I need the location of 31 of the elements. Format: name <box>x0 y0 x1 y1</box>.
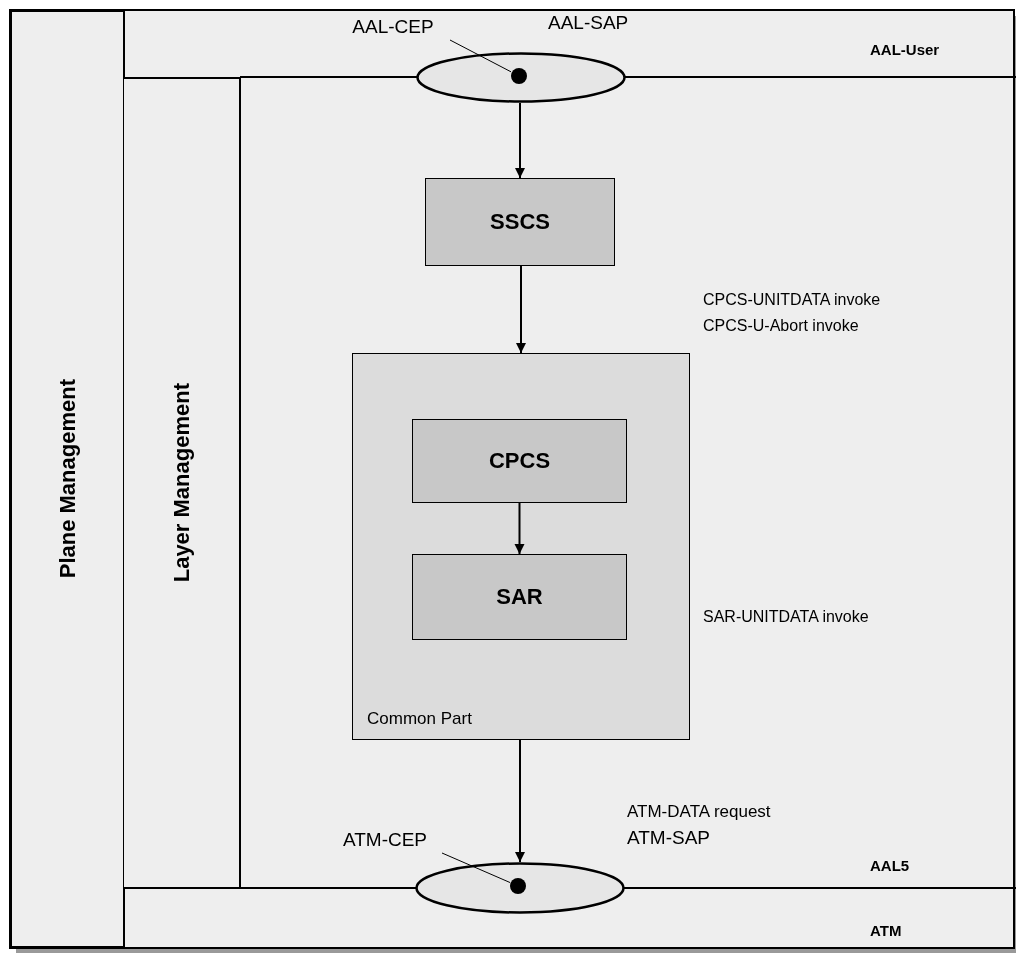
plane-management-band <box>10 10 125 948</box>
arrow <box>515 739 525 863</box>
label-text: ATM-CEP <box>342 829 428 851</box>
access-point-label: AAL-SAP <box>548 12 629 34</box>
band-title: Plane Management <box>54 379 81 579</box>
primitive-label: CPCS-U-Abort invoke <box>703 317 859 335</box>
process-box <box>412 554 627 640</box>
band-title: Layer Management <box>168 383 195 583</box>
arrow <box>516 265 526 354</box>
process-box <box>412 419 627 503</box>
service-access-point-ellipse <box>415 862 625 914</box>
leader-line <box>441 852 511 884</box>
label-text: AAL-CEP <box>352 16 434 38</box>
group-box <box>352 353 690 740</box>
layer-label: AAL5 <box>870 857 910 874</box>
arrow <box>515 102 525 179</box>
process-box <box>425 178 615 266</box>
primitive-label: SAR-UNITDATA invoke <box>703 608 869 626</box>
layer-label: AAL-User <box>870 41 940 58</box>
box-title: SSCS <box>490 209 550 235</box>
service-access-point-ellipse <box>416 52 626 103</box>
layer-label: ATM <box>870 922 902 939</box>
group-title: Common Part <box>367 709 472 729</box>
box-title: SAR <box>496 584 543 610</box>
leader-line <box>449 39 512 73</box>
layer-management-band <box>124 77 241 889</box>
primitive-label: CPCS-UNITDATA invoke <box>703 291 881 309</box>
primitive-label: ATM-DATA request <box>627 802 771 822</box>
access-point-label: ATM-SAP <box>627 827 711 849</box>
arrow <box>514 502 525 555</box>
box-title: CPCS <box>488 448 551 474</box>
